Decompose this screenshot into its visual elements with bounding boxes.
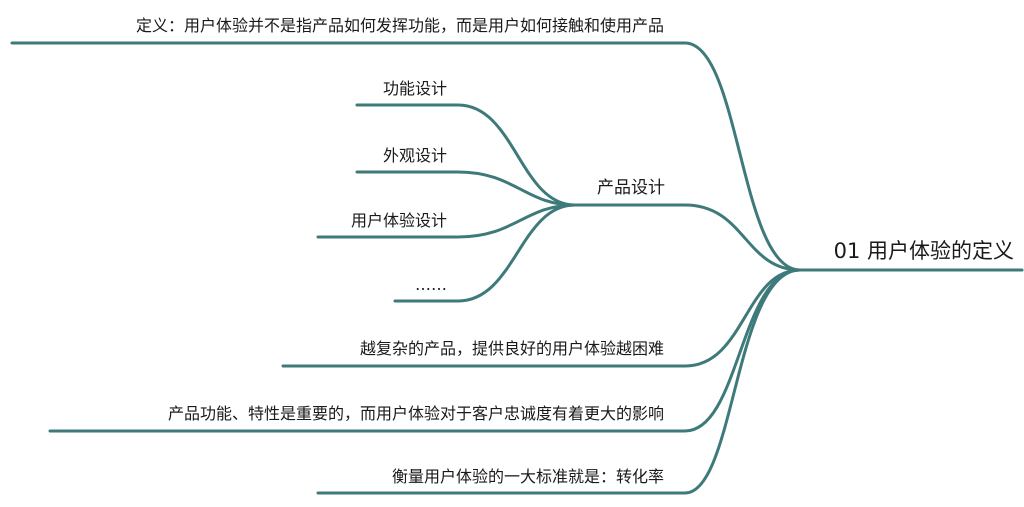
function-design-node-label: 功能设计 [383, 79, 447, 98]
product-design-node-label: 产品设计 [597, 178, 665, 198]
edge-root-to-definition [10, 41, 802, 272]
edge-product-design-to-function-design [355, 103, 577, 207]
metric-node-label: 衡量用户体验的一大标准就是：转化率 [392, 467, 664, 486]
edge-product-design-to-appearance-design [355, 170, 577, 207]
appearance-design-node-label: 外观设计 [383, 146, 447, 165]
definition-node-label: 定义：用户体验并不是指产品如何发挥功能，而是用户如何接触和使用产品 [136, 16, 664, 35]
ux-design-node-label: 用户体验设计 [351, 211, 447, 230]
complexity-node-label: 越复杂的产品，提供良好的用户体验越困难 [360, 339, 664, 358]
root-node-label: 01 用户体验的定义 [834, 239, 1014, 263]
loyalty-node-label: 产品功能、特性是重要的，而用户体验对于客户忠诚度有着更大的影响 [168, 404, 664, 423]
ellipsis-node-label: …… [415, 275, 447, 294]
edge-root-to-product-design [573, 203, 802, 272]
edge-root-to-complexity [281, 268, 802, 368]
edge-product-design-to-ellipsis [393, 203, 577, 303]
edge-product-design-to-ux-design [316, 203, 577, 239]
edge-root-to-metric [316, 268, 802, 495]
